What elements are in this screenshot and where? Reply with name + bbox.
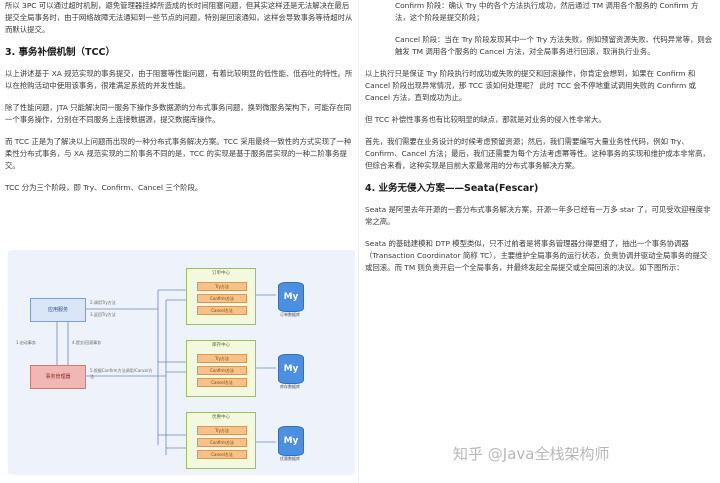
order-db-label: 订单数据库 — [280, 312, 300, 317]
inventory-service-title: 库存中心 — [212, 343, 230, 348]
heading-tcc: 3. 事务补偿机制（TCC） — [5, 47, 115, 58]
label-commit-rollback: 4.提交/回滚事务 — [72, 340, 102, 345]
inventory-service-box: 库存中心 Try方法 Confirm方法 Cancel方法 — [186, 340, 256, 397]
order-cancel-method: Cancel方法 — [197, 306, 247, 315]
coupon-confirm-method: Confirm方法 — [197, 438, 247, 447]
coupon-try-method: Try方法 — [197, 426, 247, 435]
label-confirm-cancel: 5.根据Confirm方法调用/Cancel方法 — [90, 368, 153, 379]
app-service-box: 应用服务 — [30, 298, 86, 322]
zhihu-watermark: 知乎 @Java全栈架构师 — [453, 445, 610, 463]
heading-seata: 4. 业务无侵入方案——Seata(Fescar) — [365, 183, 539, 194]
inventory-confirm-method: Confirm方法 — [197, 366, 247, 375]
inventory-cancel-method: Cancel方法 — [197, 378, 247, 387]
right-column: Confirm 阶段：确认 Try 中的各个方法执行成功，然后通过 TM 调用各… — [365, 0, 713, 284]
inventory-try-method: Try方法 — [197, 354, 247, 363]
order-db-icon: My — [278, 282, 304, 312]
paragraph-3pc: 所以 3PC 可以通过超时机制，避免管理器挂掉所造成的长时间阻塞问题，但其实这样… — [5, 1, 353, 34]
paragraph-tcc-phases: TCC 分为三个阶段，即 Try、Confirm、Cancel 三个阶段。 — [5, 183, 203, 192]
order-service-title: 订单中心 — [212, 271, 230, 276]
label-start-tx: 1.启动事务 — [16, 340, 36, 345]
inventory-db-label: 库存数据库 — [280, 384, 300, 389]
paragraph-tcc-intro: 而 TCC 正是为了解决以上问题而出现的一种分布式事务解决方案。TCC 采用最终… — [5, 137, 352, 170]
order-confirm-method: Confirm方法 — [197, 294, 247, 303]
paragraph-jta: 除了性能问题，JTA 只能解决同一服务下操作多数据源的分布式事务问题，换到微服务… — [5, 103, 352, 124]
paragraph-seata-intro: Seata 是阿里去年开源的一套分布式事务解决方案，开源一年多已经有一万多 st… — [365, 205, 711, 226]
confirm-phase-item: Confirm 阶段：确认 Try 中的各个方法执行成功，然后通过 TM 调用各… — [395, 1, 699, 22]
label-return-try: 3.返回Try方法 — [90, 312, 116, 317]
coupon-service-box: 优惠中心 Try方法 Confirm方法 Cancel方法 — [186, 412, 256, 469]
coupon-db-label: 优惠数据库 — [280, 456, 300, 461]
transaction-manager-box: 事务管理器 — [30, 365, 86, 389]
coupon-service-title: 优惠中心 — [212, 415, 230, 420]
paragraph-seata-model: Seata 的基础建模和 DTP 模型类似，只不过前者是将事务管理器分得更细了，… — [365, 239, 708, 272]
cancel-phase-item: Cancel 阶段：当在 Try 阶段发现其中一个 Try 方法失败，例如预留资… — [395, 35, 713, 56]
paragraph-retry: 以上执行只是保证 Try 阶段执行时成功或失败的提交和回滚操作，你肯定会想到，如… — [365, 69, 696, 102]
coupon-cancel-method: Cancel方法 — [197, 450, 247, 459]
coupon-db-icon: My — [278, 426, 304, 456]
inventory-db-icon: My — [278, 354, 304, 384]
paragraph-cost: 首先，我们需要在业务设计的时候考虑预留资源；然后，我们需要编写大量业务性代码，例… — [365, 137, 710, 170]
column-divider — [358, 0, 359, 483]
left-column: 所以 3PC 可以通过超时机制，避免管理器挂掉所造成的长时间阻塞问题，但其实这样… — [5, 0, 355, 204]
order-try-method: Try方法 — [197, 282, 247, 291]
paragraph-drawback: 但 TCC 补偿性事务也有比较明显的缺点，那就是对业务的侵入性非常大。 — [365, 115, 606, 124]
diagram-connectors — [56, 289, 276, 455]
order-service-box: 订单中心 Try方法 Confirm方法 Cancel方法 — [186, 268, 256, 325]
paragraph-xa-performance: 以上讲述基于 XA 规范实现的事务提交，由于阻塞等性能问题，有着比较明显的低性能… — [5, 69, 353, 90]
label-call-try: 2.调用Try方法 — [90, 300, 116, 305]
tcc-diagram: 应用服务 事务管理器 1.启动事务 2.调用Try方法 3.返回Try方法 4.… — [8, 250, 355, 475]
